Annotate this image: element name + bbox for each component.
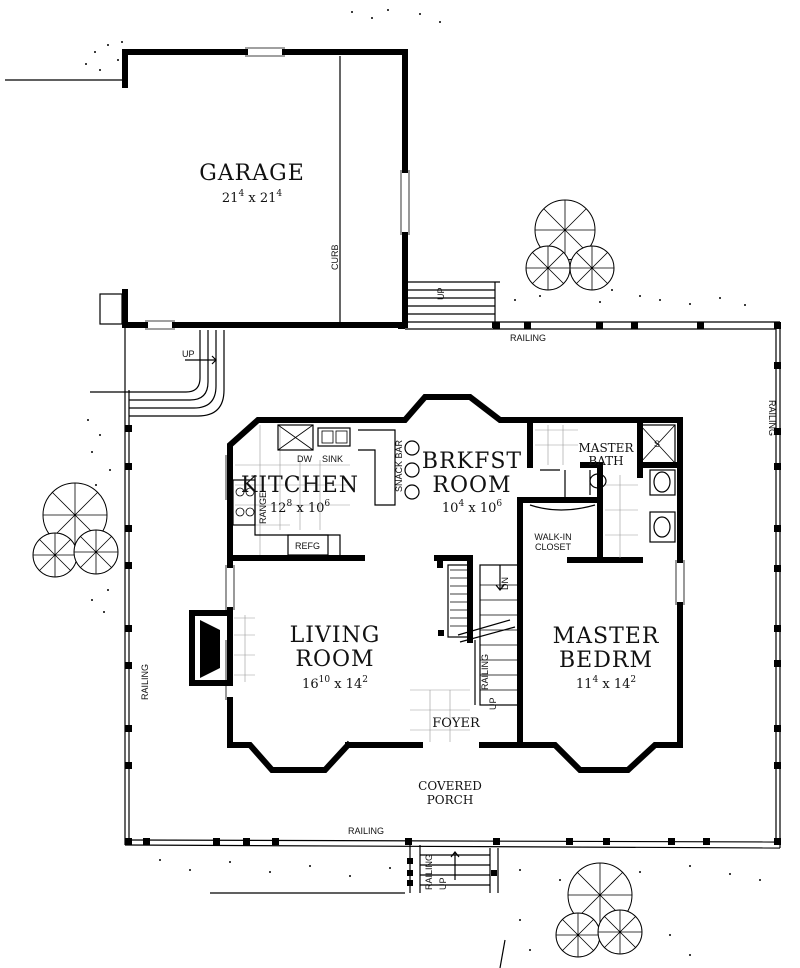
side-steps: [129, 330, 225, 417]
svg-text:LIVING: LIVING: [290, 623, 381, 648]
shower: [639, 424, 676, 464]
svg-text:ROOM: ROOM: [432, 473, 511, 498]
stair-up-label: UP: [488, 697, 498, 710]
closet-label: WALK-IN CLOSET: [534, 532, 571, 552]
svg-text:BEDRM: BEDRM: [559, 648, 653, 673]
toilet: [589, 473, 607, 489]
garage-steps: [405, 281, 500, 328]
dishwasher: [277, 424, 314, 451]
svg-text:BATH: BATH: [588, 454, 623, 468]
svg-text:1610 x 142: 1610 x 142: [302, 675, 368, 692]
stair-railing-label: RAILING: [480, 654, 490, 690]
kitchen-label: KITCHEN 128 x 106: [241, 473, 359, 516]
tile-floor: [234, 425, 638, 742]
porch-label: COVERED PORCH: [418, 779, 482, 807]
front-steps: [407, 845, 499, 893]
side-up-label: UP: [182, 349, 195, 359]
tree-cluster-top-right: [525, 199, 615, 291]
svg-text:114 x 142: 114 x 142: [576, 675, 636, 692]
garage-label: GARAGE 214 x 214: [199, 161, 305, 206]
svg-text:KITCHEN: KITCHEN: [241, 473, 359, 498]
railing-top-label: RAILING: [510, 333, 546, 343]
kitchen-fixtures: [232, 424, 420, 556]
svg-text:104 x 106: 104 x 106: [442, 499, 502, 516]
svg-text:128 x 106: 128 x 106: [270, 499, 330, 516]
breakfast-label: BRKFST ROOM 104 x 106: [422, 449, 522, 516]
range-label: RANGE: [258, 492, 268, 524]
refrigerator: [287, 534, 329, 556]
svg-text:GARAGE: GARAGE: [199, 161, 305, 186]
svg-text:WALK-IN: WALK-IN: [534, 532, 571, 542]
railing-left-label: RAILING: [140, 664, 150, 700]
porch-railing: [124, 321, 781, 849]
garage-up-label: UP: [436, 287, 446, 300]
stairs: [437, 555, 519, 706]
front-railing-label: RAILING: [424, 854, 434, 890]
sink-label: SINK: [322, 454, 343, 464]
svg-text:214 x 214: 214 x 214: [222, 189, 282, 206]
svg-text:MASTER: MASTER: [553, 624, 660, 649]
front-up-label: UP: [438, 877, 448, 890]
master-bedroom-label: MASTER BEDRM 114 x 142: [553, 624, 660, 692]
svg-text:BRKFST: BRKFST: [422, 449, 522, 474]
foyer-label: FOYER: [432, 716, 481, 731]
landscape-stipple: [85, 9, 761, 956]
snack-bar-label: SNACK BAR: [394, 439, 404, 492]
living-room-label: LIVING ROOM 1610 x 142: [290, 623, 381, 692]
shower-label: S: [654, 439, 660, 449]
railing-bottom-label: RAILING: [348, 826, 384, 836]
svg-text:ROOM: ROOM: [295, 647, 374, 672]
master-bath-label: MASTER BATH: [579, 441, 635, 468]
svg-text:COVERED: COVERED: [418, 779, 482, 793]
refg-label: REFG: [295, 541, 320, 551]
garage: [99, 47, 410, 330]
svg-text:PORCH: PORCH: [427, 793, 474, 807]
bath-fixtures: [529, 424, 676, 543]
svg-text:CLOSET: CLOSET: [535, 542, 572, 552]
tree-cluster-bottom-right: [555, 862, 643, 958]
dn-label: DN: [500, 577, 510, 590]
curb-label: CURB: [330, 244, 340, 270]
railing-right-label: RAILING: [767, 400, 777, 436]
tree-cluster-left: [32, 482, 119, 578]
dw-label: DW: [297, 454, 312, 464]
sink: [317, 427, 351, 447]
ground-line: [499, 939, 506, 968]
svg-text:MASTER: MASTER: [579, 441, 635, 455]
